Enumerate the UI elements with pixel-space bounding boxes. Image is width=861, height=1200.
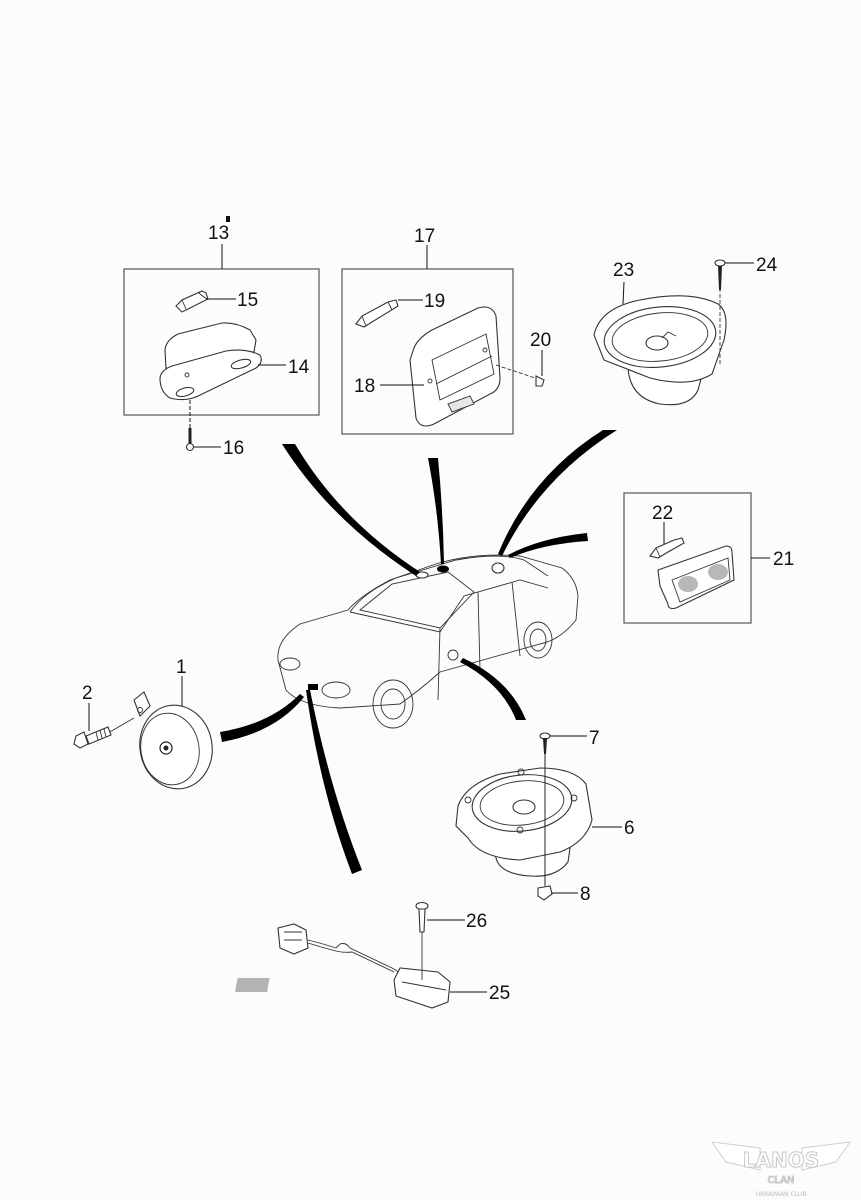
swoosh-speaker-6 bbox=[460, 658, 526, 720]
speaker-marker bbox=[491, 562, 505, 574]
group-17-map-lamp: 17 19 18 20 bbox=[341, 226, 551, 435]
pointer-swooshes bbox=[220, 430, 617, 874]
speaker-23[interactable] bbox=[593, 295, 727, 406]
screw-7[interactable] bbox=[539, 732, 551, 754]
wing-left-icon bbox=[710, 1141, 761, 1171]
logo-tagline: UKRAINIAN CLUB bbox=[756, 1191, 807, 1198]
axis-20 bbox=[495, 364, 536, 379]
swoosh-module-25 bbox=[306, 690, 362, 874]
callout-18[interactable]: 18 bbox=[354, 376, 375, 397]
callout-22[interactable]: 22 bbox=[652, 503, 673, 524]
module-25[interactable] bbox=[235, 967, 451, 1009]
callout-6[interactable]: 6 bbox=[624, 818, 635, 839]
swoosh-horn bbox=[220, 694, 304, 742]
wing-right-icon bbox=[801, 1141, 852, 1171]
screw-24[interactable] bbox=[714, 259, 726, 290]
callout-19[interactable]: 19 bbox=[424, 291, 445, 312]
module-25-assembly: 25 26 bbox=[235, 901, 510, 1009]
bulb-19[interactable] bbox=[355, 299, 399, 328]
callout-8[interactable]: 8 bbox=[580, 884, 591, 905]
callout-26[interactable]: 26 bbox=[466, 911, 487, 932]
horn-marker bbox=[308, 684, 318, 690]
callout-14[interactable]: 14 bbox=[288, 357, 310, 378]
bulb-22[interactable] bbox=[649, 537, 685, 559]
callout-16[interactable]: 16 bbox=[223, 438, 244, 459]
swoosh-lamp-21 bbox=[508, 533, 588, 558]
logo-title: LANOS bbox=[743, 1148, 819, 1172]
lens-14[interactable] bbox=[159, 322, 262, 401]
swoosh-dome-lamp bbox=[282, 444, 420, 576]
callout-13[interactable]: 13 bbox=[208, 223, 229, 244]
screw-16[interactable] bbox=[185, 428, 195, 452]
axis-2 bbox=[107, 717, 135, 734]
bulb-15[interactable] bbox=[175, 290, 209, 313]
callout-15[interactable]: 15 bbox=[237, 290, 258, 311]
callout-24[interactable]: 24 bbox=[756, 255, 778, 276]
lamp-lens-21[interactable] bbox=[657, 545, 735, 610]
callout-7[interactable]: 7 bbox=[589, 728, 600, 749]
speaker-6-assembly: 6 7 8 bbox=[455, 728, 635, 905]
callout-25[interactable]: 25 bbox=[489, 983, 510, 1004]
speaker-23-assembly: 23 24 bbox=[593, 255, 778, 406]
swoosh-speaker-23 bbox=[498, 430, 617, 556]
bolt-2[interactable] bbox=[73, 726, 112, 749]
speaker-6[interactable] bbox=[455, 767, 593, 877]
watermark-logo: LANOS CLAN UKRAINIAN CLUB bbox=[710, 1141, 852, 1198]
callout-17[interactable]: 17 bbox=[414, 226, 435, 247]
leader-23 bbox=[622, 281, 625, 305]
horn-1[interactable] bbox=[133, 691, 218, 795]
callout-2[interactable]: 2 bbox=[82, 683, 93, 704]
callout-1[interactable]: 1 bbox=[176, 657, 187, 678]
screw-26[interactable] bbox=[415, 901, 429, 933]
group-21-luggage-lamp: 21 22 bbox=[623, 492, 794, 624]
mark-13 bbox=[226, 216, 230, 222]
screw-20[interactable] bbox=[535, 375, 545, 387]
callout-20[interactable]: 20 bbox=[530, 330, 551, 351]
connector-harness[interactable] bbox=[277, 923, 399, 973]
callout-21[interactable]: 21 bbox=[773, 549, 794, 570]
logo-subtitle: CLAN bbox=[767, 1175, 794, 1186]
lamp-18[interactable] bbox=[409, 306, 501, 427]
clip-8[interactable] bbox=[537, 885, 553, 901]
callout-23[interactable]: 23 bbox=[613, 260, 634, 281]
swoosh-roof bbox=[428, 458, 444, 564]
car-outline bbox=[277, 554, 579, 729]
group-13-dome-lamp: 13 15 14 16 bbox=[123, 216, 320, 459]
door-speaker-marker bbox=[447, 649, 459, 661]
roof-marker bbox=[437, 565, 449, 573]
horn-assembly: 1 2 bbox=[73, 657, 218, 795]
